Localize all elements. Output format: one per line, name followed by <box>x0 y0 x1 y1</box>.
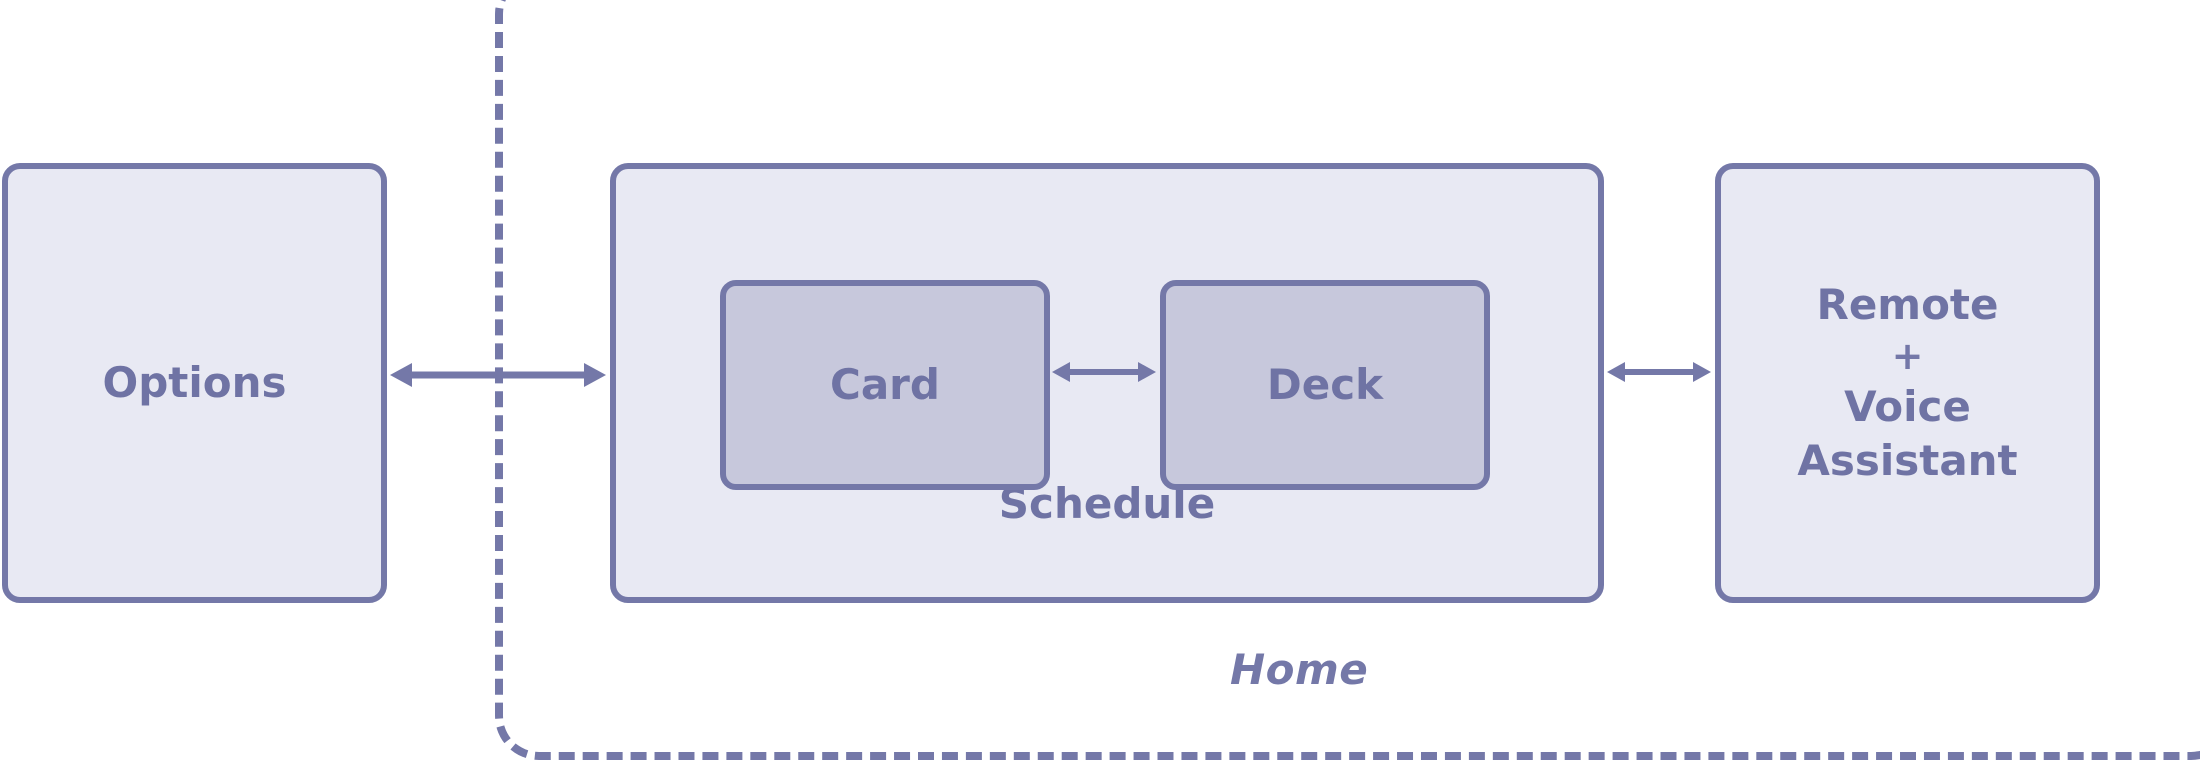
connector-options-to-schedule <box>390 355 606 399</box>
connector-card-to-deck <box>1052 355 1156 393</box>
node-options-label: Options <box>102 357 287 407</box>
node-deck[interactable]: Deck <box>1160 280 1490 490</box>
home-boundary-region <box>495 0 2200 760</box>
node-remote-plus: + <box>1891 333 1924 378</box>
node-remote-voice-assistant[interactable]: Remote + Voice Assistant <box>1715 163 2100 603</box>
node-remote-line3: Assistant <box>1797 436 2018 486</box>
node-remote-line1: Remote <box>1816 280 1999 330</box>
double-arrow-icon <box>1052 362 1156 382</box>
home-boundary-label: Home <box>1230 645 1369 694</box>
double-arrow-icon <box>390 363 606 387</box>
node-options[interactable]: Options <box>2 163 387 603</box>
connector-schedule-to-remote <box>1607 355 1711 393</box>
node-card[interactable]: Card <box>720 280 1050 490</box>
double-arrow-icon <box>1607 362 1711 382</box>
node-deck-label: Deck <box>1266 359 1384 409</box>
node-card-label: Card <box>830 359 940 409</box>
node-remote-line2: Voice <box>1844 382 1971 432</box>
